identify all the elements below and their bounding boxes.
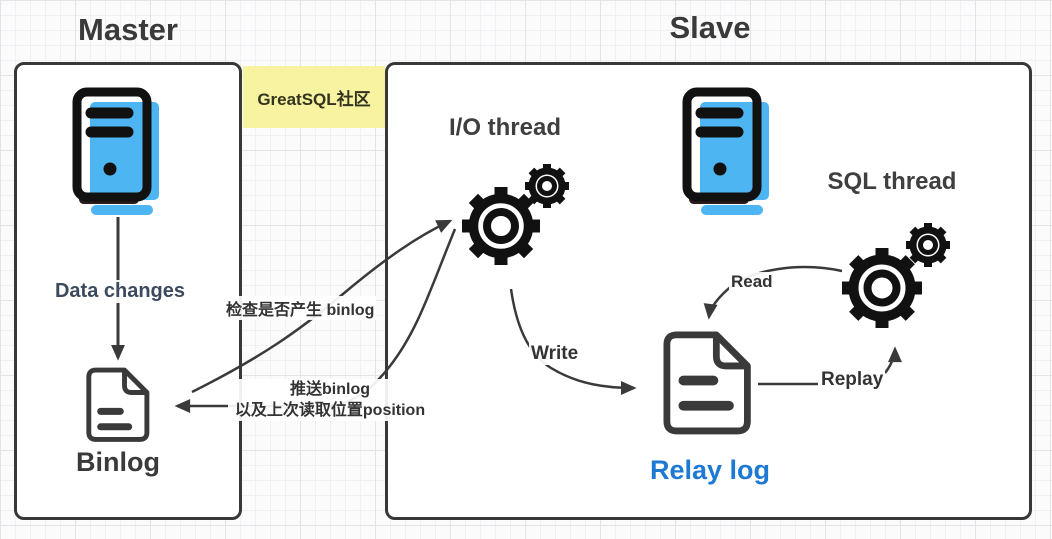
push-binlog-line1: 推送binlog	[290, 381, 370, 398]
master-title: Master	[78, 12, 178, 47]
check-binlog-edge-label: 检查是否产生 binlog	[224, 296, 377, 320]
write-edge-label: Write	[529, 343, 581, 365]
read-edge-label: Read	[729, 272, 775, 292]
slave-title: Slave	[669, 10, 751, 45]
sql-thread-label: SQL thread	[827, 168, 957, 195]
push-binlog-edge-label: 推送binlog 以及上次读取位置position	[228, 379, 432, 421]
data-changes-label: Data changes	[40, 280, 200, 303]
community-badge: GreatSQL社区	[243, 66, 385, 128]
replay-edge-label: Replay	[819, 369, 886, 391]
io-thread-label: I/O thread	[448, 114, 562, 141]
relay-log-label: Relay log	[649, 455, 771, 485]
push-binlog-line2: 以及上次读取位置position	[234, 402, 426, 419]
binlog-label: Binlog	[76, 447, 160, 477]
